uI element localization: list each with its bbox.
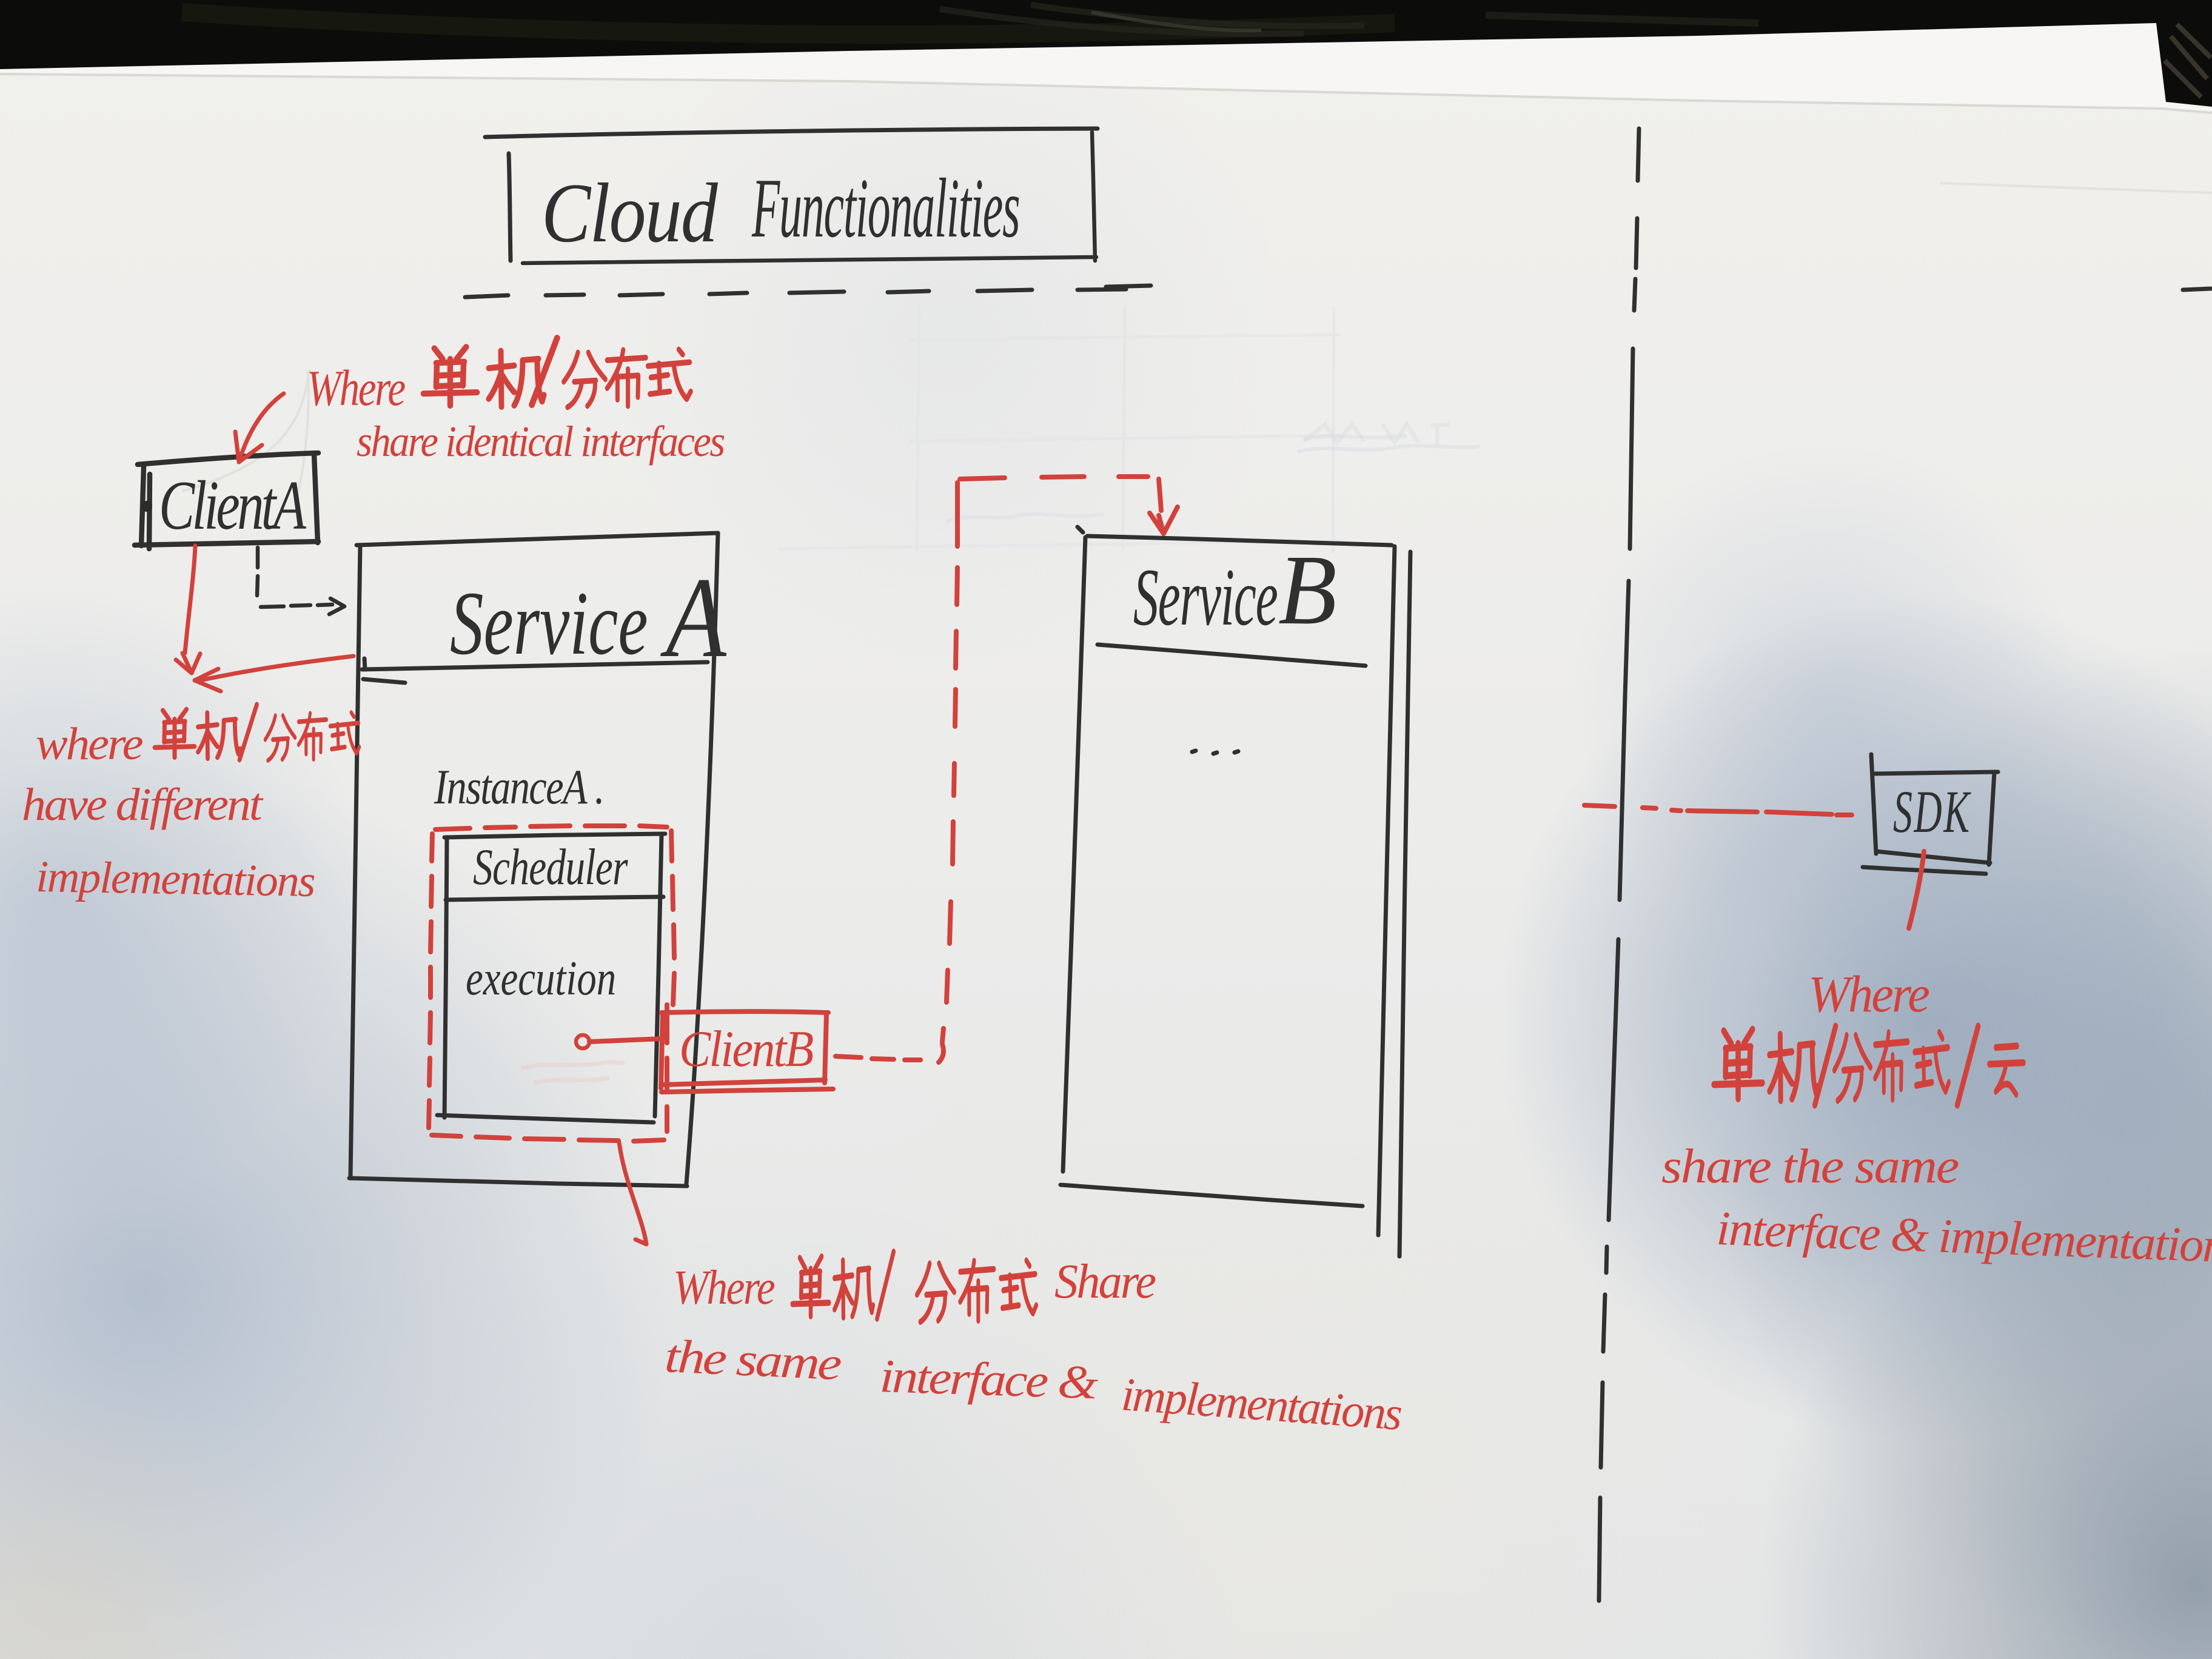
svg-text:Scheduler: Scheduler (473, 839, 628, 896)
svg-text:Where: Where (307, 360, 406, 417)
svg-text:where: where (36, 718, 142, 769)
svg-text:A: A (660, 554, 727, 682)
svg-text:Functionalities: Functionalities (751, 162, 1019, 255)
svg-text:B: B (1278, 534, 1337, 645)
svg-text:Where: Where (673, 1261, 774, 1315)
svg-text:Service: Service (450, 572, 648, 674)
svg-text:implementations: implementations (36, 852, 315, 907)
svg-text:Where: Where (1808, 966, 1929, 1024)
svg-text:Cloud: Cloud (541, 166, 718, 260)
svg-text:InstanceA .: InstanceA . (434, 760, 604, 815)
svg-text:Share: Share (1054, 1255, 1156, 1309)
svg-text:Service: Service (1133, 552, 1278, 643)
svg-text:the same: the same (663, 1330, 843, 1390)
svg-text:share identical interfaces: share identical interfaces (357, 418, 724, 466)
svg-text:execution: execution (466, 951, 616, 1005)
svg-text:interface &: interface & (879, 1350, 1099, 1409)
svg-text:SDK: SDK (1893, 779, 1971, 846)
svg-text:share the same: share the same (1661, 1139, 1959, 1193)
svg-text:ClientB: ClientB (679, 1020, 813, 1078)
svg-text:ClientA: ClientA (159, 468, 307, 545)
svg-text:have different: have different (22, 779, 264, 830)
